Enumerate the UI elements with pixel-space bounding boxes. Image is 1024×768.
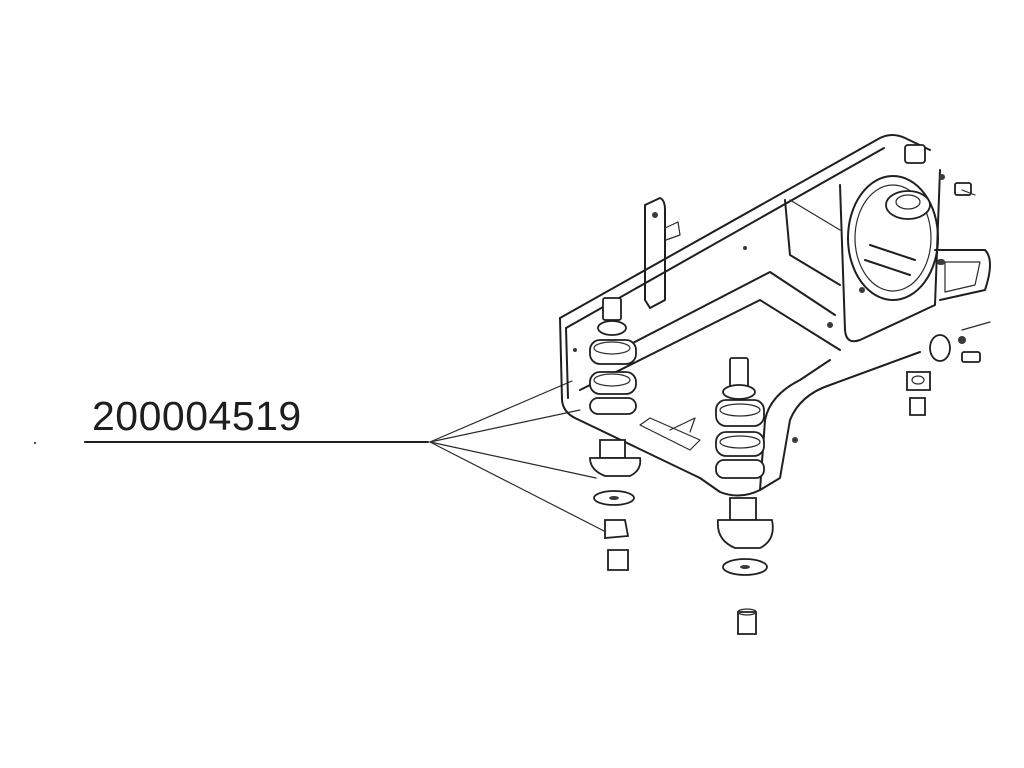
damper-stack-right: [715, 357, 774, 635]
chassis-frame: [559, 134, 991, 497]
part-number-label: 200004519: [92, 393, 302, 439]
callout-leader: [84, 380, 607, 533]
damper-stack-left: [589, 297, 642, 571]
right-fasteners: [906, 321, 991, 416]
fan-assembly: [847, 144, 976, 301]
stray-dot: [33, 441, 37, 445]
vertical-bracket: [644, 197, 681, 309]
